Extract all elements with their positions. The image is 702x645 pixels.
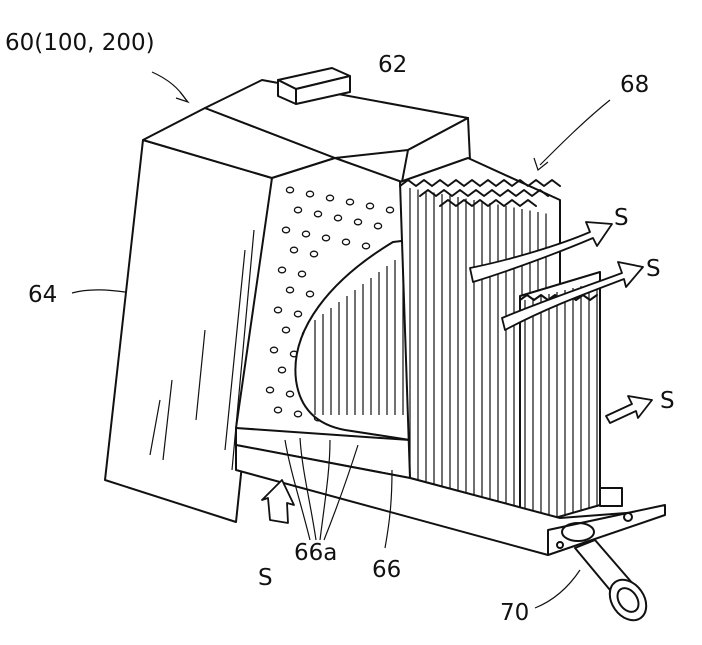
label-66: 66 xyxy=(372,557,401,583)
side-cover-64 xyxy=(104,107,336,523)
base-plate xyxy=(235,444,666,556)
hole xyxy=(353,218,363,226)
hole xyxy=(305,190,315,198)
label-68: 68 xyxy=(620,72,649,98)
label-s-in: S xyxy=(258,565,273,591)
leader-lines xyxy=(71,71,611,609)
flow-arrow-in xyxy=(261,479,295,524)
right-fins xyxy=(524,282,598,525)
hole xyxy=(313,210,323,218)
hole xyxy=(273,306,283,314)
hole xyxy=(321,234,331,242)
label-64: 64 xyxy=(28,282,57,308)
hole xyxy=(385,206,395,214)
label-assembly: 60(100, 200) xyxy=(5,30,155,56)
label-s-out-3: S xyxy=(660,388,675,414)
top-cover-62 xyxy=(204,67,471,183)
hole xyxy=(345,198,355,206)
hole xyxy=(297,270,307,278)
hole xyxy=(305,290,315,298)
hole xyxy=(365,202,375,210)
hole xyxy=(289,246,299,254)
hole xyxy=(277,366,287,374)
hole xyxy=(333,214,343,222)
fin-block-68 xyxy=(294,157,601,529)
hole xyxy=(281,326,291,334)
label-70: 70 xyxy=(500,600,529,626)
label-s-out-1: S xyxy=(614,205,629,231)
hole xyxy=(277,266,287,274)
hole xyxy=(285,186,295,194)
label-62: 62 xyxy=(378,52,407,78)
hole xyxy=(293,206,303,214)
hole xyxy=(265,386,275,394)
hole xyxy=(341,238,351,246)
hole xyxy=(325,194,335,202)
label-66a: 66a xyxy=(294,540,337,566)
hole xyxy=(285,390,295,398)
hole xyxy=(293,310,303,318)
hole xyxy=(293,410,303,418)
cutaway-fins xyxy=(314,254,404,415)
hole xyxy=(309,250,319,258)
hole xyxy=(373,222,383,230)
label-s-out-2: S xyxy=(646,256,661,282)
hole xyxy=(269,346,279,354)
hole xyxy=(361,242,371,250)
hole xyxy=(285,286,295,294)
hole xyxy=(281,226,291,234)
hole xyxy=(301,230,311,238)
hole xyxy=(273,406,283,414)
flow-arrows-out xyxy=(469,221,653,424)
pipe-70 xyxy=(574,539,648,622)
